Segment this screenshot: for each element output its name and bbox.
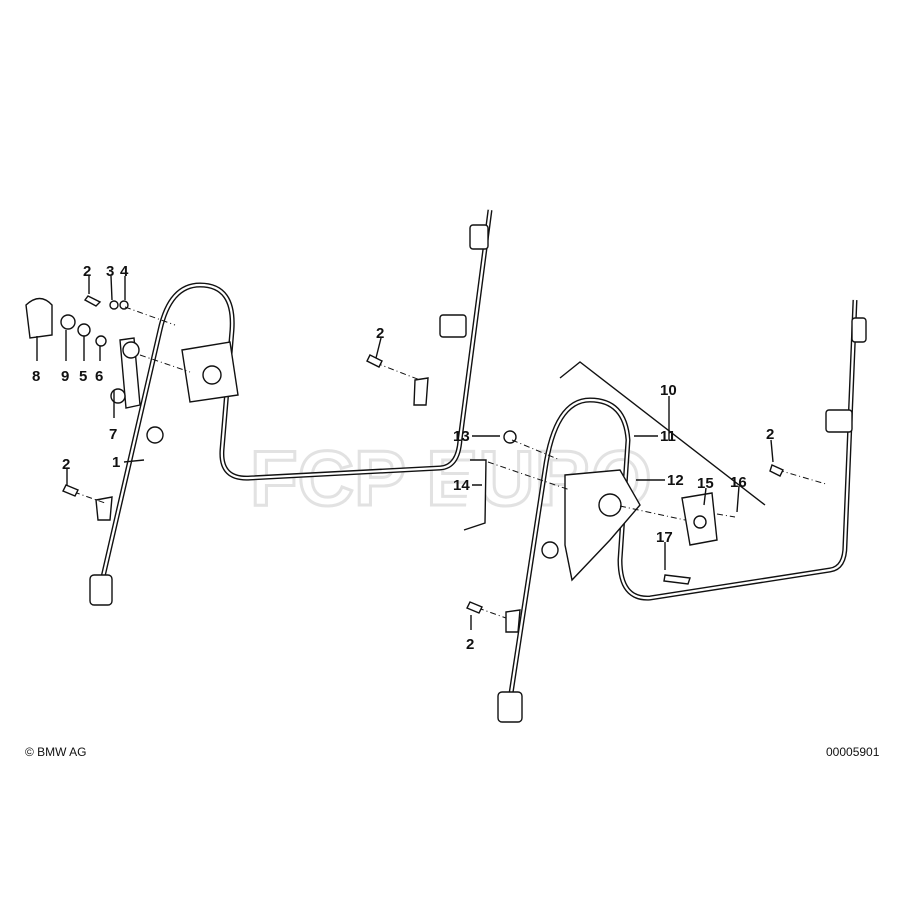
callout-13: 13 [453, 428, 470, 445]
callout-16: 16 [730, 474, 747, 491]
callout-10: 10 [660, 382, 677, 399]
callout-2: 2 [466, 636, 474, 653]
callout-2: 2 [62, 456, 70, 473]
callout-11: 11 [660, 428, 676, 445]
callout-12: 12 [667, 472, 684, 489]
callout-2: 2 [376, 325, 384, 342]
callout-14: 14 [453, 477, 470, 494]
callout-8: 8 [32, 368, 40, 385]
right-window-regulator [463, 299, 867, 723]
callout-2: 2 [83, 263, 91, 280]
callout-7: 7 [109, 426, 117, 443]
callout-4: 4 [120, 263, 129, 280]
leader-lines [36, 275, 774, 630]
left-window-regulator [25, 209, 493, 606]
callout-2: 2 [766, 426, 774, 443]
callout-15: 15 [697, 475, 714, 492]
callout-3: 3 [106, 263, 114, 280]
callout-1: 1 [112, 454, 120, 471]
callout-5: 5 [79, 368, 87, 385]
copyright-text: © BMW AG [25, 745, 87, 759]
callout-6: 6 [95, 368, 103, 385]
diagram-number: 00005901 [826, 745, 880, 759]
callout-9: 9 [61, 368, 69, 385]
callout-17: 17 [656, 529, 673, 546]
